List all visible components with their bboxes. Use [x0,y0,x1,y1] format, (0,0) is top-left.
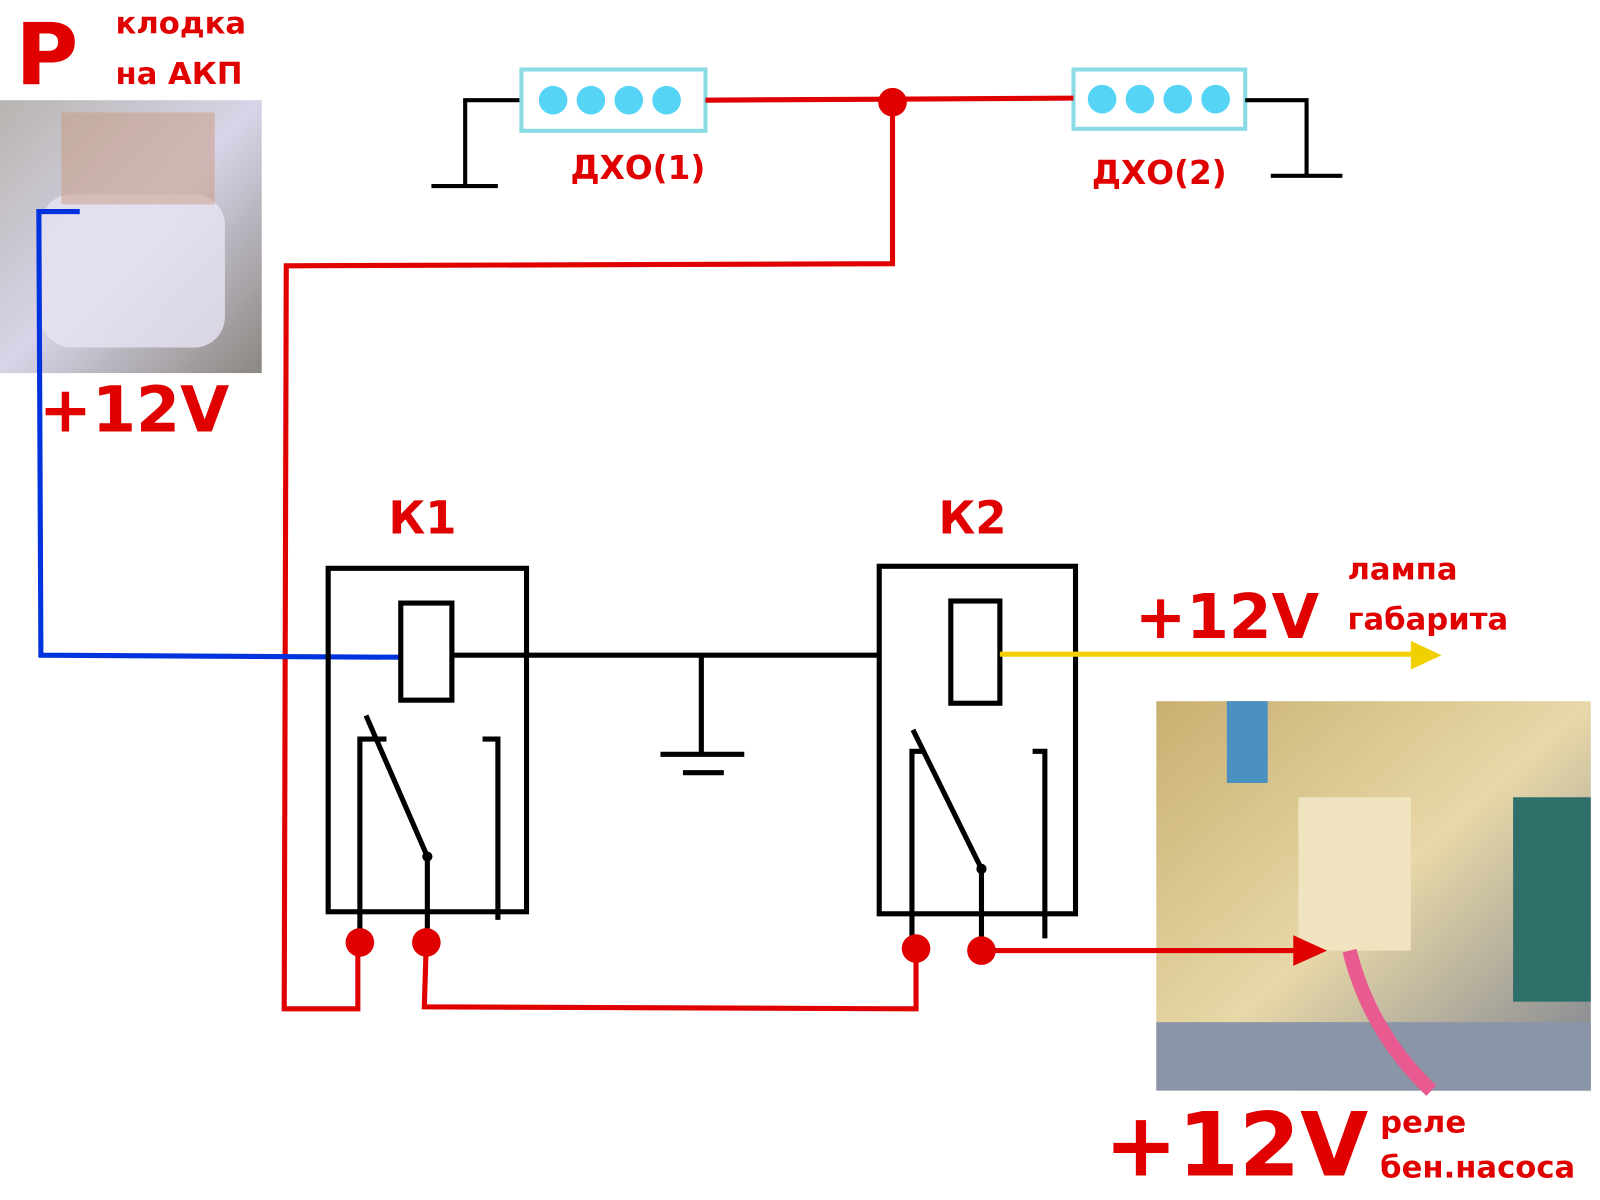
lamp-label-line1: лампа [1347,553,1457,588]
park-label-line2: на АКП [116,57,243,92]
arrow-to-lamp [1410,640,1442,670]
photo-fuse-box [1156,701,1591,1096]
pump-label-line2: бен.насоса [1380,1151,1575,1186]
k2-terminal-1 [901,934,931,963]
v12-lamp-label: +12V [1135,582,1320,653]
drl1-label: ДХО(1) [570,149,705,187]
park-letter: P [15,5,78,105]
junction-dot [878,87,907,117]
arrow-to-pump-relay [1293,935,1328,966]
lamp-label-line2: габарита [1347,603,1508,638]
photo-park-connector [0,100,262,374]
k2-terminal-2 [967,936,996,965]
relay-k2 [876,563,1079,951]
drl1-lamp [431,67,708,189]
drl2-lamp [1071,67,1343,178]
contact-dot [422,851,433,862]
v12-left-label: +12V [39,372,229,446]
relay-k1 [325,565,880,943]
v12-pump-label: +12V [1104,1093,1368,1196]
blue-wire [36,209,401,660]
relay2-label: К2 [939,492,1007,545]
pump-label-line1: реле [1380,1106,1466,1141]
drl2-label: ДХО(2) [1092,154,1227,192]
red-wires [281,95,1299,1012]
contact-dot [976,863,987,874]
park-label-line1: клодка [116,7,247,42]
k1-terminal-1 [345,928,375,957]
relay1-label: К1 [388,492,456,545]
k1-terminal-2 [412,928,441,957]
